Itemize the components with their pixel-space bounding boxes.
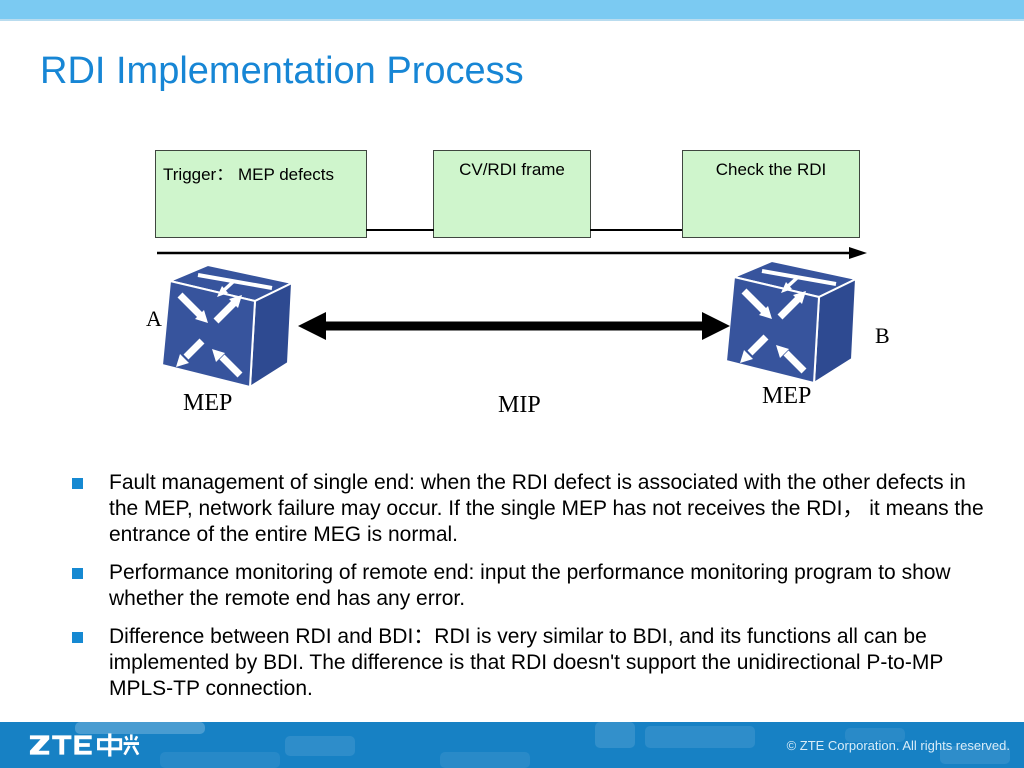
bullet-item: Difference between RDI and BDI：RDI is ve… [72,624,992,702]
footer-decoration [645,726,755,748]
node-b-label: B [875,323,890,348]
bullet-item: Fault management of single end: when the… [72,470,992,548]
footer-bar: ZTE中兴 © ZTE Corporation. All rights rese… [0,722,1024,768]
mip-label: MIP [498,392,541,418]
footer-decoration [940,746,1010,764]
mep-right-label: MEP [762,383,812,409]
flow-box-cv-rdi-frame: CV/RDI frame [433,150,591,238]
flow-connector-line [366,229,434,231]
bullet-text: Fault management of single end: when the… [109,471,984,546]
bullet-list: Fault management of single end: when the… [72,470,992,714]
bullet-text: Performance monitoring of remote end: in… [109,561,951,610]
bullet-text: Difference between RDI and BDI：RDI is ve… [109,625,943,700]
footer-decoration [75,722,205,734]
zte-logo-text: ZTE中兴 [0,722,1,723]
footer-decoration [440,752,530,768]
top-accent-bar [0,0,1024,21]
router-b-icon [725,260,857,384]
copyright-text: © ZTE Corporation. All rights reserved. [786,738,1010,753]
footer-decoration [285,736,355,756]
bullet-square-icon [72,568,83,579]
flow-box-check-rdi: Check the RDI [682,150,860,238]
page-title: RDI Implementation Process [40,50,524,92]
router-a-icon [161,264,293,388]
timeline-arrow-icon [157,247,867,259]
bullet-square-icon [72,478,83,489]
bullet-square-icon [72,632,83,643]
mep-left-label: MEP [183,390,233,416]
footer-decoration [160,752,280,768]
bidirectional-arrow-icon [298,312,730,340]
footer-decoration [845,728,905,742]
footer-decoration [595,722,635,748]
zte-logo [29,733,140,757]
bullet-item: Performance monitoring of remote end: in… [72,560,992,612]
node-a-label: A [146,306,162,331]
flow-connector-line [590,229,682,231]
flow-box-trigger: Trigger： MEP defects [155,150,367,238]
